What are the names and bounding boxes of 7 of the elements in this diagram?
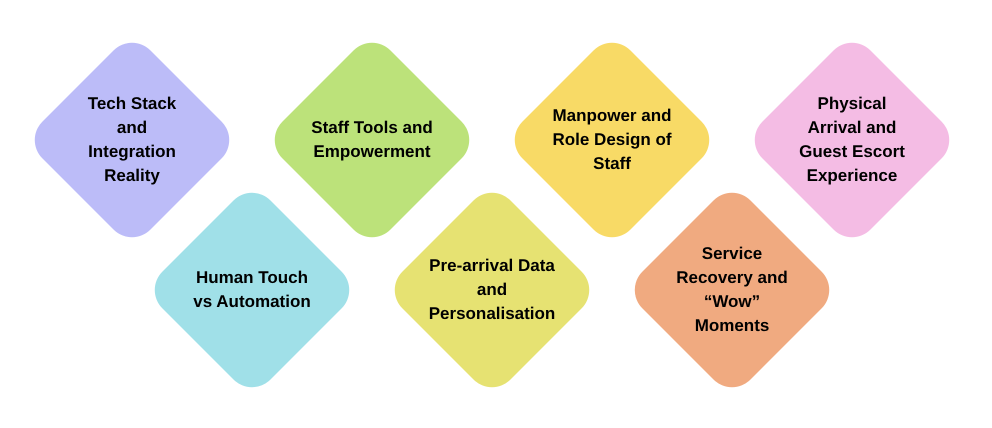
diamond-label: Human Touch vs Automation bbox=[192, 267, 312, 313]
diamond-label: Manpower and Role Design of Staff bbox=[551, 105, 672, 175]
diamond-label: Tech Stack and Integration Reality bbox=[86, 93, 178, 187]
diamond-label: Staff Tools and Empowerment bbox=[310, 117, 434, 163]
diamond-label: Pre-arrival Data and Personalisation bbox=[428, 255, 556, 325]
diamond-label: Physical Arrival and Guest Escort Experience bbox=[798, 93, 906, 187]
diamond-label: Service Recovery and “Wow” Moments bbox=[676, 243, 788, 337]
